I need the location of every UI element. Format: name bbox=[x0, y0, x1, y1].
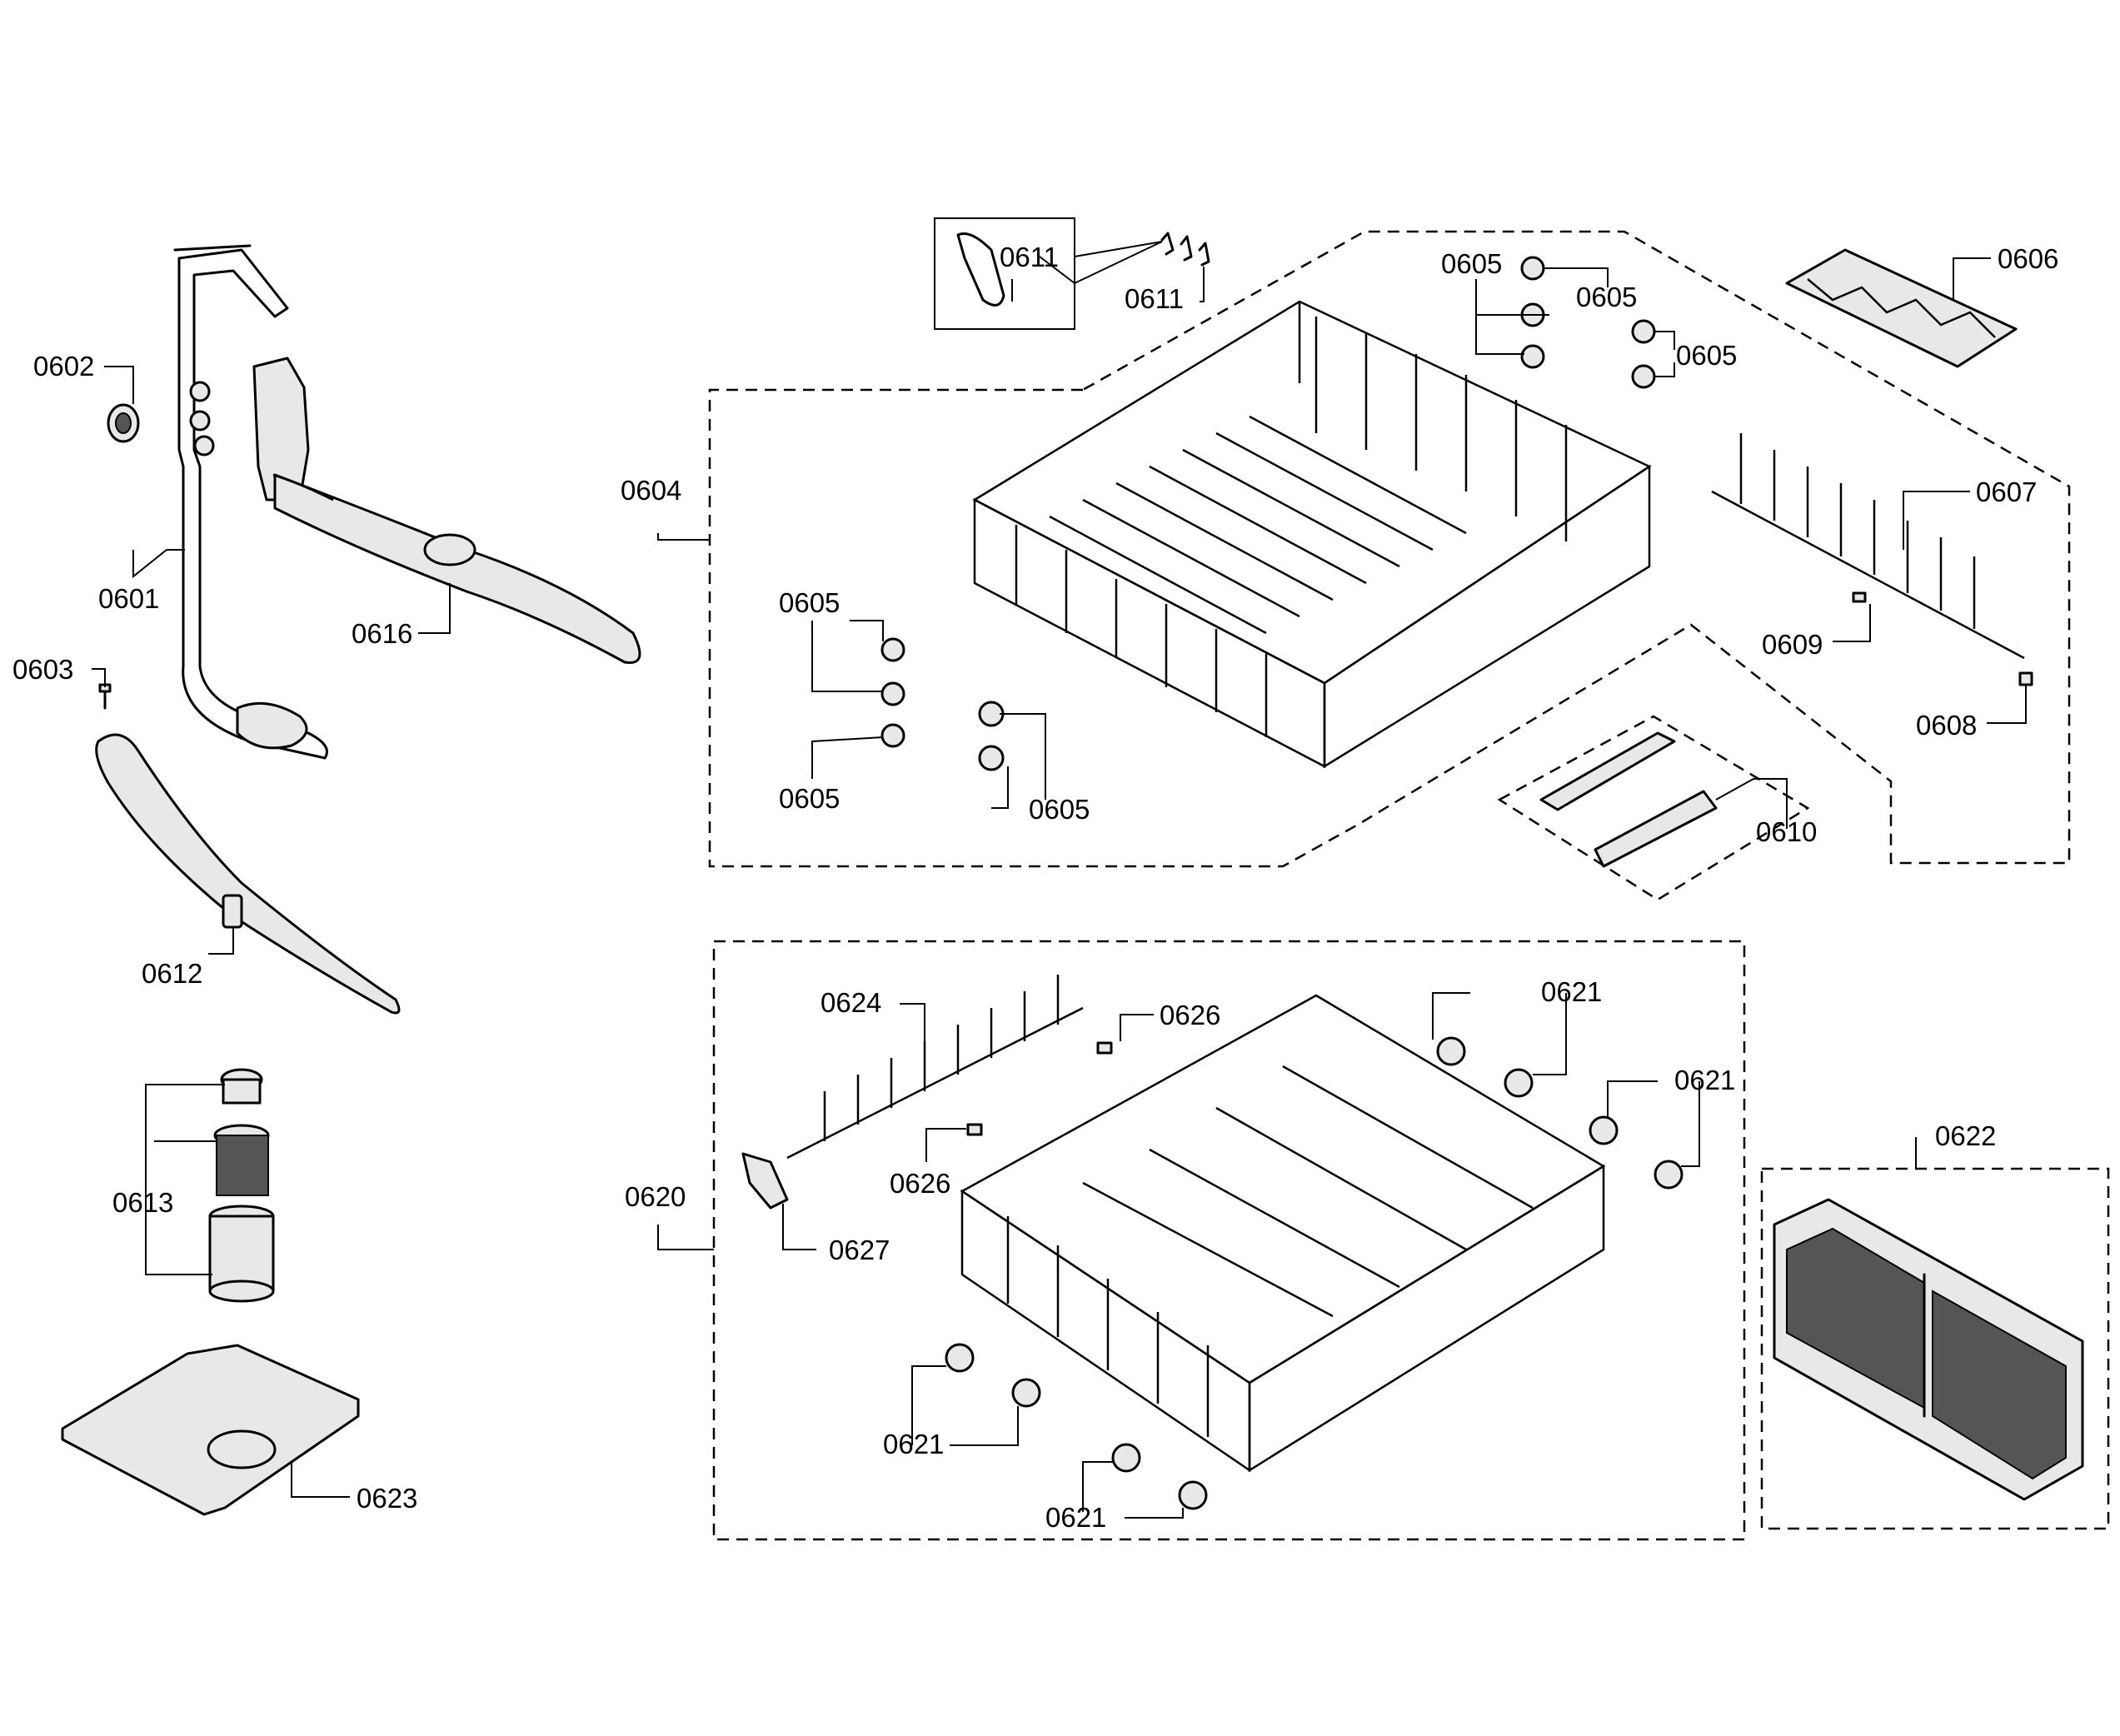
callout-0605-center: 0605 bbox=[1029, 794, 1090, 825]
upper-spray-arm bbox=[252, 357, 641, 665]
callout-0605-upper-a: 0605 bbox=[1441, 248, 1502, 279]
spray-arm-supply-tube bbox=[173, 244, 328, 760]
callout-0605-upper-b: 0605 bbox=[1576, 282, 1637, 312]
cutlery-basket-boundary bbox=[1760, 1167, 2110, 1530]
callout-0607: 0607 bbox=[1976, 476, 2037, 507]
callout-0604: 0604 bbox=[621, 475, 681, 506]
cup-shelf bbox=[1785, 248, 2018, 368]
callout-0624: 0624 bbox=[821, 987, 881, 1018]
callout-0611-inset: 0611 bbox=[1000, 242, 1059, 272]
upper-rack-boundary bbox=[708, 230, 2071, 868]
callout-labels: 0601 0602 0603 0604 0605 0605 0605 0605 … bbox=[12, 242, 2058, 1533]
callout-0626-bottom: 0626 bbox=[890, 1168, 950, 1199]
callout-0605-left-bottom: 0605 bbox=[779, 783, 840, 814]
lower-tine-clips bbox=[741, 1041, 1113, 1210]
lower-rack-rollers bbox=[945, 1036, 1684, 1510]
folding-tine-row bbox=[1711, 433, 2025, 660]
lower-spray-arm bbox=[95, 733, 401, 1015]
callout-0627: 0627 bbox=[829, 1235, 890, 1265]
sump-plate bbox=[61, 1344, 360, 1516]
callout-0601: 0601 bbox=[98, 583, 159, 614]
callout-0621-top-a: 0621 bbox=[1541, 976, 1602, 1007]
leader-lines bbox=[92, 241, 2027, 1519]
callout-0609: 0609 bbox=[1762, 629, 1823, 660]
callout-0602: 0602 bbox=[33, 351, 94, 382]
callout-0606: 0606 bbox=[1998, 243, 2058, 274]
callout-0605-upper-c: 0605 bbox=[1676, 340, 1737, 371]
callout-0620: 0620 bbox=[625, 1181, 686, 1212]
upper-rack-rollers bbox=[880, 256, 1656, 771]
callout-0608: 0608 bbox=[1916, 710, 1977, 741]
callout-0605-left-top: 0605 bbox=[779, 587, 840, 618]
screw bbox=[98, 683, 112, 710]
upper-rack-front-wires bbox=[1015, 525, 1268, 737]
lower-rack-wires bbox=[1006, 1065, 1534, 1437]
callout-0621-bottom-a: 0621 bbox=[883, 1429, 944, 1459]
clips-inset-box bbox=[934, 217, 1075, 330]
callout-0610: 0610 bbox=[1756, 816, 1817, 847]
cutlery-rack-clip-boundary bbox=[1497, 715, 1810, 901]
lower-rack-boundary bbox=[712, 940, 1746, 1541]
callout-0621-bottom-b: 0621 bbox=[1045, 1502, 1106, 1533]
callout-0622: 0622 bbox=[1935, 1120, 1996, 1151]
callout-0616: 0616 bbox=[352, 618, 412, 649]
callout-0611-clips: 0611 bbox=[1125, 283, 1184, 314]
callout-0623: 0623 bbox=[357, 1483, 417, 1514]
rack-clips bbox=[956, 232, 1210, 307]
filter-disc bbox=[107, 403, 140, 443]
cutlery-basket bbox=[1773, 1198, 2084, 1501]
upper-rack-tines bbox=[1049, 317, 1568, 635]
callout-0626-top: 0626 bbox=[1160, 1000, 1220, 1030]
callout-0613: 0613 bbox=[112, 1187, 173, 1218]
rack-clip bbox=[1539, 731, 1718, 868]
filter-assembly bbox=[208, 1068, 275, 1303]
tine-row-clips bbox=[1852, 591, 2033, 686]
upper-rack bbox=[972, 300, 1652, 769]
lower-rack bbox=[960, 994, 1606, 1473]
callout-0612: 0612 bbox=[142, 958, 202, 989]
callout-0603: 0603 bbox=[12, 654, 73, 685]
callout-0621-top-b: 0621 bbox=[1674, 1065, 1735, 1095]
